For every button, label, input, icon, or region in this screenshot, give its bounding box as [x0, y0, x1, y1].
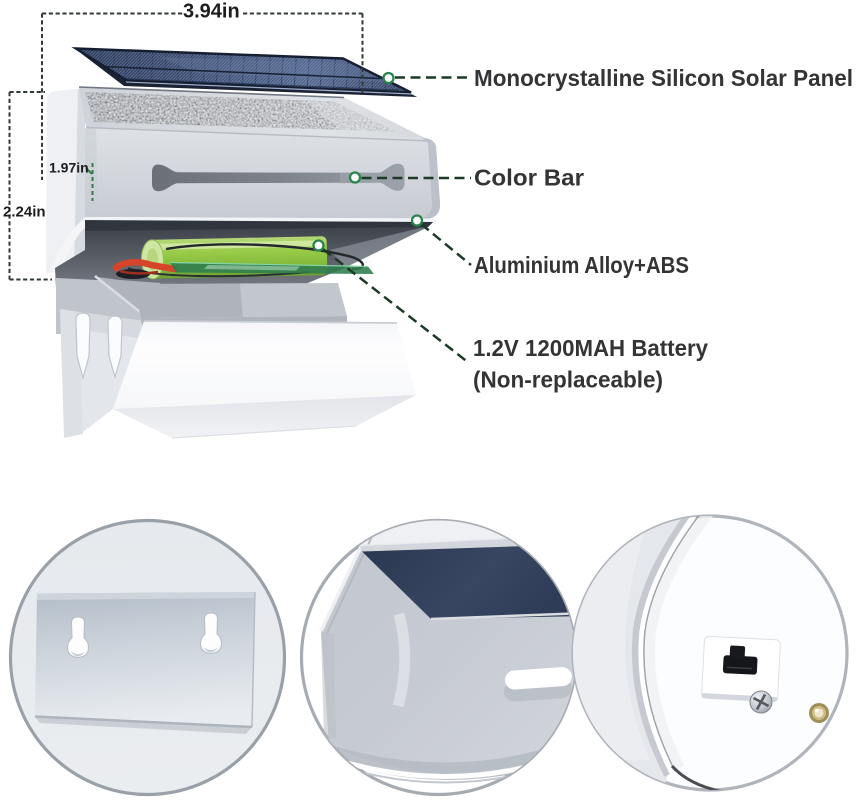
svg-text:1.2V 1200MAH Battery: 1.2V 1200MAH Battery	[473, 335, 708, 361]
svg-text:3.94in: 3.94in	[183, 0, 240, 22]
svg-text:Monocrystalline Silicon Solar: Monocrystalline Silicon Solar Panel	[474, 65, 853, 91]
svg-text:(Non-replaceable): (Non-replaceable)	[473, 367, 663, 393]
svg-text:Color Bar: Color Bar	[474, 165, 584, 191]
svg-text:2.24in: 2.24in	[3, 204, 46, 221]
svg-text:1.97in: 1.97in	[49, 160, 89, 176]
svg-text:Aluminium Alloy+ABS: Aluminium Alloy+ABS	[474, 252, 689, 278]
